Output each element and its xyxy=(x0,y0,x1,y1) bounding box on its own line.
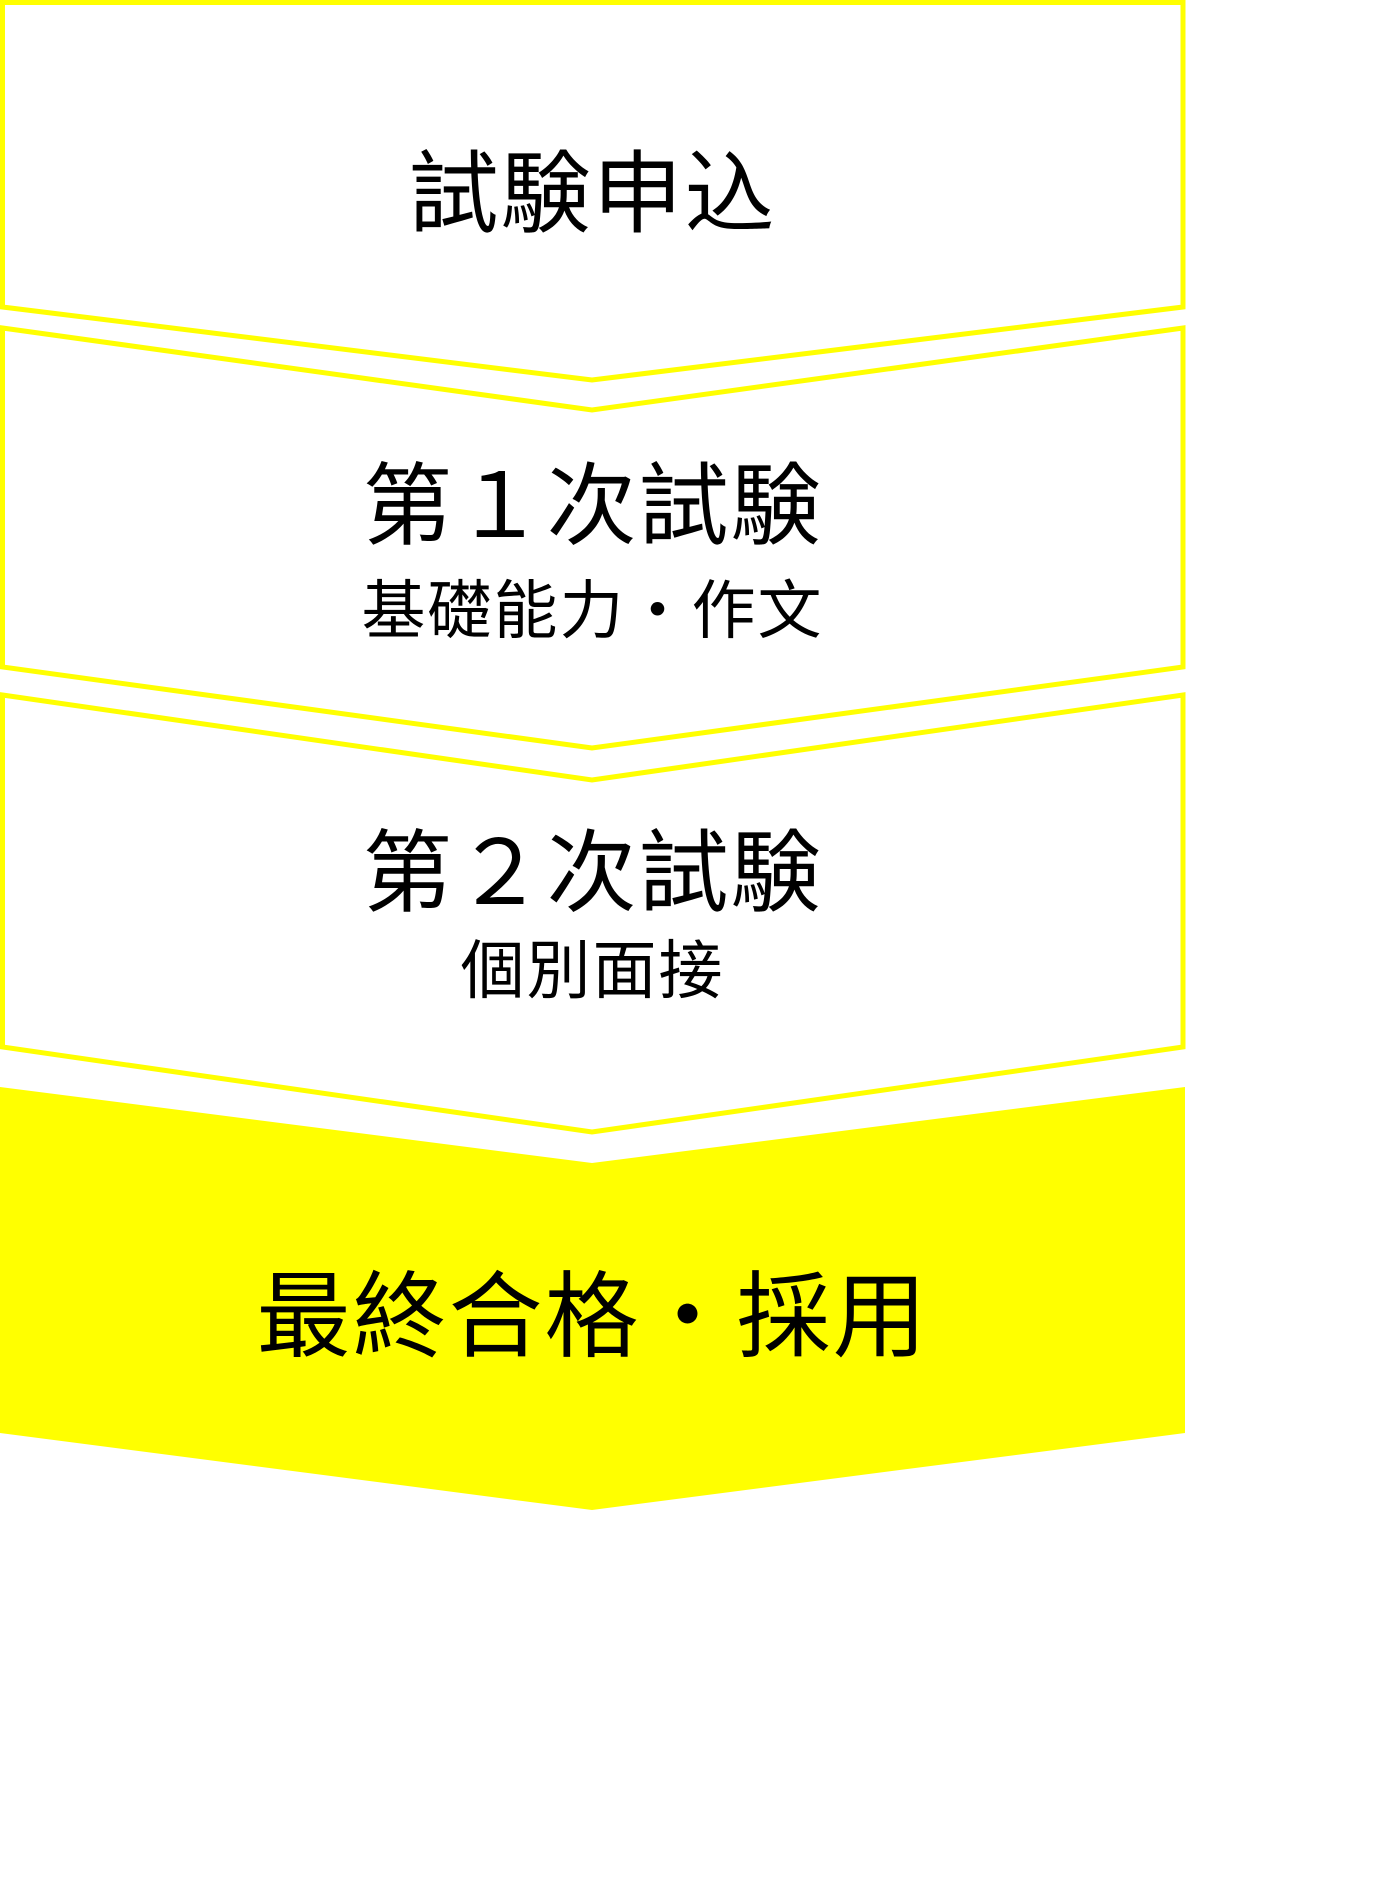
step-3-subtitle: 個別面接 xyxy=(460,935,725,1009)
step-2-chevron xyxy=(0,325,1186,751)
step-1-title: 試験申込 xyxy=(408,142,777,247)
step-4-title: 最終合格・採用 xyxy=(256,1263,929,1372)
step-2-subtitle: 基礎能力・作文 xyxy=(361,575,824,649)
step-1-chevron xyxy=(0,0,1186,383)
step-2-title: 第１次試験 xyxy=(362,454,823,559)
step-4-chevron-highlighted xyxy=(0,1087,1185,1510)
step-3-chevron xyxy=(0,692,1186,1135)
step-3-title: 第２次試験 xyxy=(362,821,823,926)
